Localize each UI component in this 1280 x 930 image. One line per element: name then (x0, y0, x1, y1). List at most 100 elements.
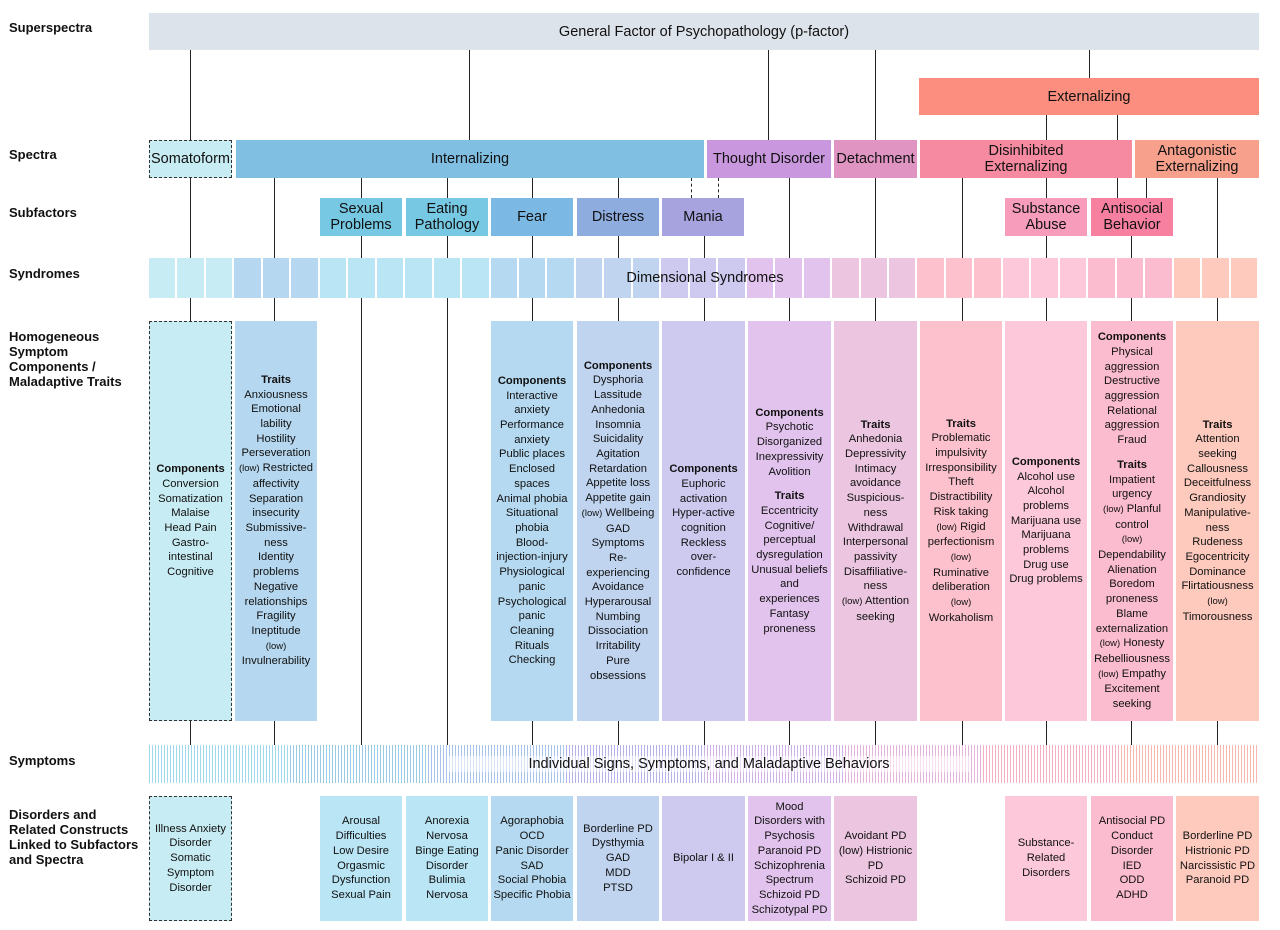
syndrome-tile (1059, 258, 1087, 298)
disinhibited-externalizing-spectrum: Disinhibited Externalizing (920, 140, 1132, 178)
item-line: Alcohol (1028, 484, 1065, 499)
dimensional-syndromes-label: Dimensional Syndromes (626, 270, 784, 286)
item-text: Components (497, 374, 567, 387)
item-text: experiencing (586, 566, 650, 579)
disorder-line: Psychosis (764, 830, 815, 843)
item-text: Disorganized (756, 436, 823, 449)
item-line: Depressivity (845, 447, 906, 462)
disorder-line: Antisocial PD (1098, 815, 1166, 828)
item-text: perfectionism (927, 536, 995, 549)
item-line: problems (1023, 543, 1069, 558)
item-line: Psychotic (766, 420, 814, 435)
item-line: and (780, 577, 799, 592)
item-line: intestinal (168, 550, 212, 565)
item-text: and (780, 578, 799, 591)
item-line: activation (680, 492, 727, 507)
item-text: confidence (676, 566, 731, 579)
item-text: Head Pain (164, 522, 217, 534)
item-line: Drug problems (1009, 572, 1082, 587)
item-line: Fantasy (770, 607, 810, 622)
item-text: Callousness (1187, 462, 1248, 475)
disorder-line: OCD (519, 830, 545, 843)
item-text: Boredom (1109, 578, 1155, 591)
item-line: experiencing (586, 566, 649, 581)
item-line: ness (1206, 521, 1230, 536)
item-text: impulsivity (935, 446, 987, 459)
item-line: Interpersonal (843, 535, 908, 550)
connector-line (274, 178, 276, 321)
item-line: Dissociation (588, 624, 648, 639)
item-text: proneness (763, 622, 816, 635)
item-line: Enclosed (509, 462, 555, 477)
item-text: problems (1022, 544, 1069, 557)
connector-line (274, 721, 276, 745)
connector-line (1217, 721, 1219, 745)
item-text: Agitation (596, 447, 640, 460)
item-line: obsessions (590, 669, 646, 684)
disorder-line: MDD (605, 866, 631, 879)
disorder-line: Nervosa (426, 830, 468, 843)
connector-line (1217, 178, 1219, 321)
item-line: Performance (500, 418, 564, 433)
item-text: Perseveration (241, 447, 311, 460)
item-text: cognition (681, 522, 726, 534)
item-line: Identity (258, 550, 294, 565)
item-text: Unusual beliefs (751, 563, 828, 576)
disorder-line: Binge Eating (415, 844, 479, 857)
disorder-line: Histrionic PD (1185, 844, 1250, 857)
item-text: Anhedonia (848, 433, 903, 446)
disorder-line: Symptom (166, 866, 215, 879)
syndrome-tile (746, 258, 774, 298)
connector-line (190, 50, 192, 140)
item-text: Rituals (514, 639, 550, 652)
item-text: Traits (1202, 418, 1233, 431)
syndrome-tile (1202, 258, 1229, 298)
syndrome-tile (177, 258, 204, 298)
item-line: Appetite loss (586, 476, 650, 491)
item-line: urgency (1112, 487, 1152, 502)
item-text: Somatization (158, 492, 223, 505)
item-line: panic (519, 580, 546, 595)
item-text: Alcohol (1027, 485, 1065, 498)
item-text: Invulnerability (241, 655, 311, 668)
item-line: Animal phobia (497, 492, 568, 507)
disorder-line: (low) Histrionic (838, 844, 913, 857)
item-text: GAD (605, 522, 631, 535)
item-line: Re- (609, 551, 627, 566)
item-text: Blame (1116, 607, 1148, 620)
disorder-line: ODD (1119, 874, 1145, 887)
syndrome-tile (889, 258, 916, 298)
syndrome-tile (775, 258, 802, 298)
item-line: Anhedonia (591, 403, 645, 418)
item-text: Submissive- (245, 522, 307, 534)
item-line: Symptoms (592, 536, 645, 551)
item-line: Risk taking (934, 505, 989, 520)
item-text: Dominance (1189, 565, 1246, 578)
item-line: cognition (681, 521, 726, 536)
item-line: Submissive- (246, 521, 307, 536)
category-heading: Components (498, 374, 566, 389)
item-text: Psychological (497, 595, 567, 608)
item-text: Re- (608, 551, 628, 564)
syndrome-tile (1002, 258, 1030, 298)
connector-line (768, 50, 770, 140)
item-text: Gastro- (171, 536, 210, 549)
item-line: Problematic (931, 431, 990, 446)
thought-disorder-spectrum: Thought Disorder (707, 140, 831, 178)
item-text: Workaholism (928, 611, 994, 624)
connector-line (532, 721, 534, 745)
disorder-line: PTSD (603, 881, 633, 894)
item-text: Impatient (1108, 473, 1156, 486)
item-line: Distractibility (930, 490, 993, 505)
syndrome-tile (291, 258, 318, 298)
item-line: control (1115, 518, 1149, 533)
item-line: Workaholism (929, 611, 993, 626)
item-text: relationships (244, 595, 308, 608)
item-text: Marijuana use (1010, 514, 1082, 527)
syndrome-tile (945, 258, 973, 298)
